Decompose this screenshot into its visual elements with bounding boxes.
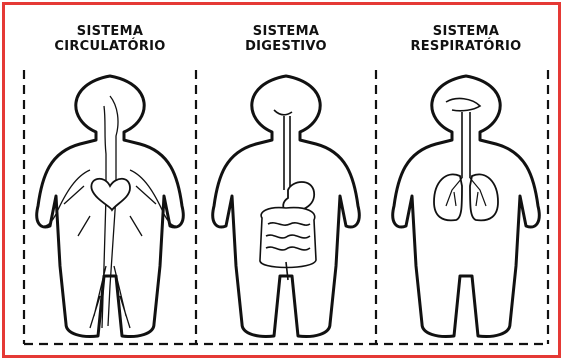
- panel-title-line1: SISTEMA: [196, 25, 376, 39]
- panel-respiratory: SISTEMA RESPIRATÓRIO: [376, 8, 556, 348]
- panel-digestive: SISTEMA DIGESTIVO: [196, 8, 376, 348]
- panel-title-line2: DIGESTIVO: [196, 40, 376, 54]
- panel-title-line1: SISTEMA: [376, 25, 556, 39]
- panel-title-line1: SISTEMA: [20, 25, 200, 39]
- panel-title-line2: CIRCULATÓRIO: [20, 40, 200, 54]
- digestive-body-illustration: [196, 66, 376, 348]
- panel-circulatory: SISTEMA CIRCULATÓRIO: [20, 8, 200, 348]
- respiratory-body-illustration: [376, 66, 556, 348]
- circulatory-body-illustration: [20, 66, 200, 348]
- panel-title-line2: RESPIRATÓRIO: [376, 40, 556, 54]
